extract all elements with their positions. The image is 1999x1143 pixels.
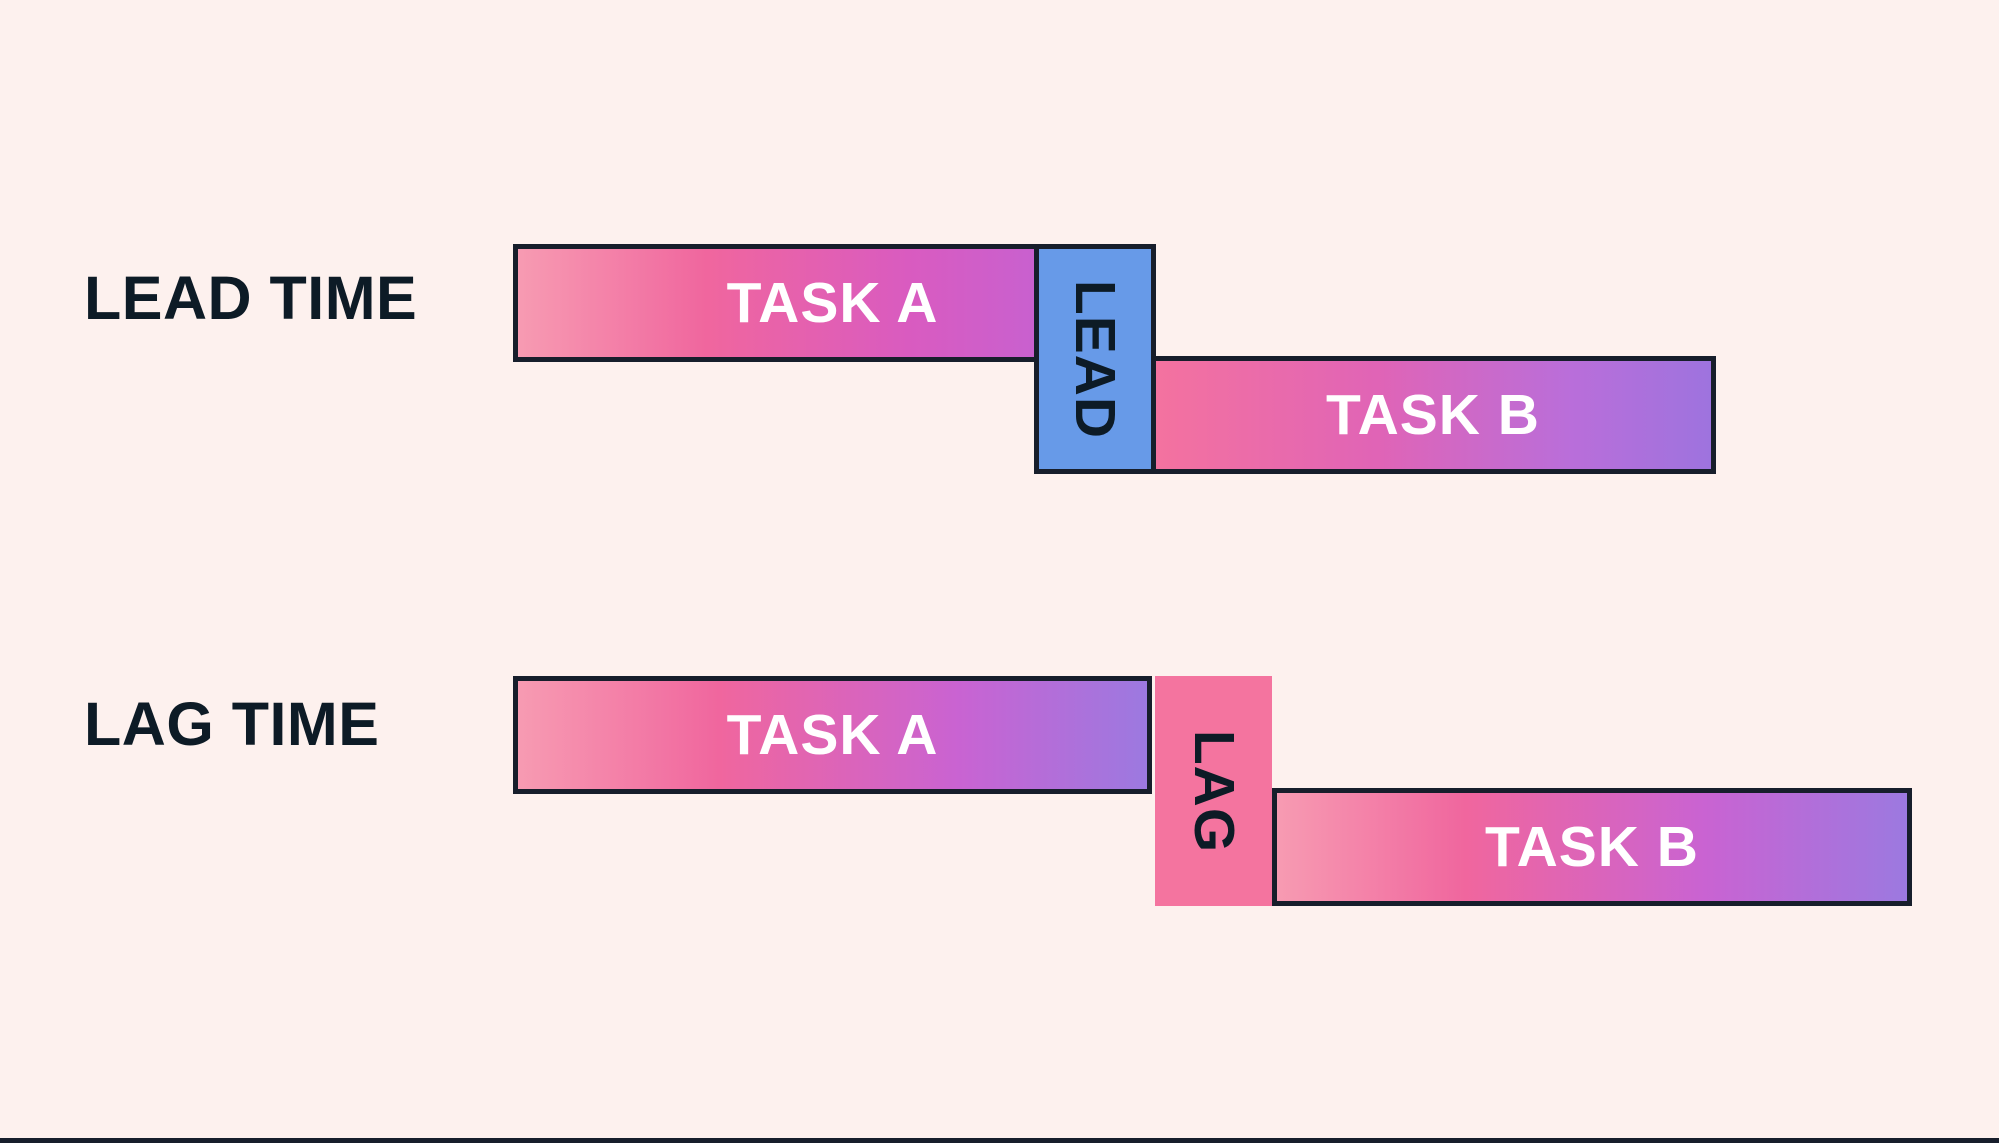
- lead-row-task-b-bar: TASK B: [1150, 356, 1716, 474]
- lag-row-task-a-bar: TASK A: [513, 676, 1152, 794]
- lead-row-task-b-label: TASK B: [1326, 382, 1540, 447]
- lag-row-task-b-label: TASK B: [1485, 814, 1699, 879]
- lead-row-task-a-label: TASK A: [726, 270, 939, 335]
- row-label-lead-time: LEAD TIME: [84, 264, 418, 332]
- lag-relationship-box: LAG: [1155, 676, 1272, 906]
- row-label-lag-time: LAG TIME: [84, 690, 380, 758]
- bottom-divider: [0, 1138, 1999, 1143]
- lag-relationship-label: LAG: [1182, 729, 1247, 853]
- lag-row-task-b-bar: TASK B: [1272, 788, 1912, 906]
- lead-relationship-box: LEAD: [1034, 244, 1156, 474]
- lead-relationship-label: LEAD: [1063, 279, 1128, 439]
- lag-row-task-a-label: TASK A: [726, 702, 939, 767]
